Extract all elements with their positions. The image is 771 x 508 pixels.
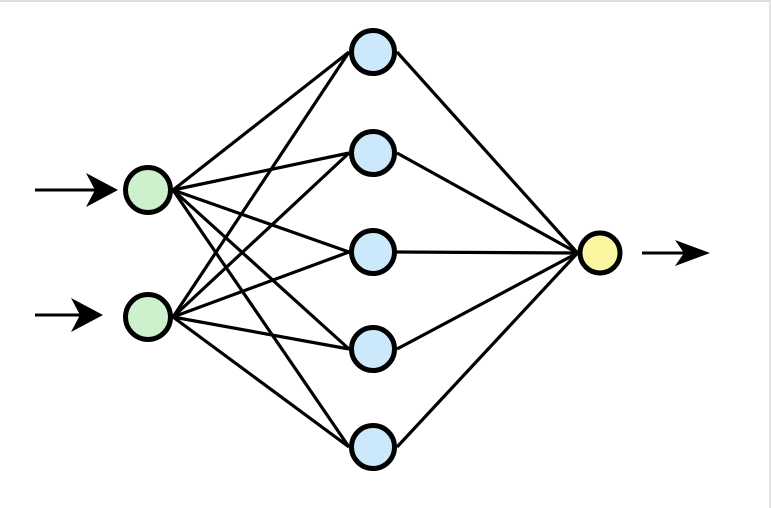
edge-input-1-to-hidden-2 [172, 151, 350, 192]
input-arrow-2-head-icon [71, 298, 103, 332]
edge-input-2-to-hidden-5 [172, 315, 350, 449]
edge-input-1-to-hidden-4 [171, 188, 351, 351]
edge-input-2-to-hidden-4 [172, 315, 350, 351]
edge-hidden-5-to-output-1 [395, 251, 579, 449]
edge-input-2-to-hidden-3 [172, 250, 350, 319]
edges-layer [171, 50, 579, 449]
edge-input-1-to-hidden-5 [171, 189, 351, 448]
edge-hidden-1-to-output-1 [395, 50, 579, 255]
edge-hidden-2-to-output-1 [396, 151, 579, 255]
hidden-node-hidden-5 [349, 423, 397, 471]
edge-hidden-4-to-output-1 [396, 251, 579, 351]
arrows-layer [35, 173, 710, 332]
hidden-node-hidden-2 [349, 129, 397, 177]
nodes-layer [123, 28, 623, 471]
hidden-node-hidden-1 [349, 28, 397, 76]
edge-input-1-to-hidden-1 [172, 50, 350, 192]
input-node-input-1 [123, 165, 173, 215]
hidden-node-hidden-4 [349, 325, 397, 373]
edge-input-2-to-hidden-2 [171, 151, 351, 319]
hidden-node-hidden-3 [349, 228, 397, 276]
edge-input-2-to-hidden-1 [171, 51, 351, 318]
edge-hidden-3-to-output-1 [396, 250, 578, 255]
output-arrow-head-icon [675, 240, 710, 266]
input-node-input-2 [123, 292, 173, 342]
output-node-output-1 [577, 230, 623, 276]
input-arrow-1-head-icon [86, 173, 118, 207]
edge-input-1-to-hidden-3 [172, 188, 350, 254]
